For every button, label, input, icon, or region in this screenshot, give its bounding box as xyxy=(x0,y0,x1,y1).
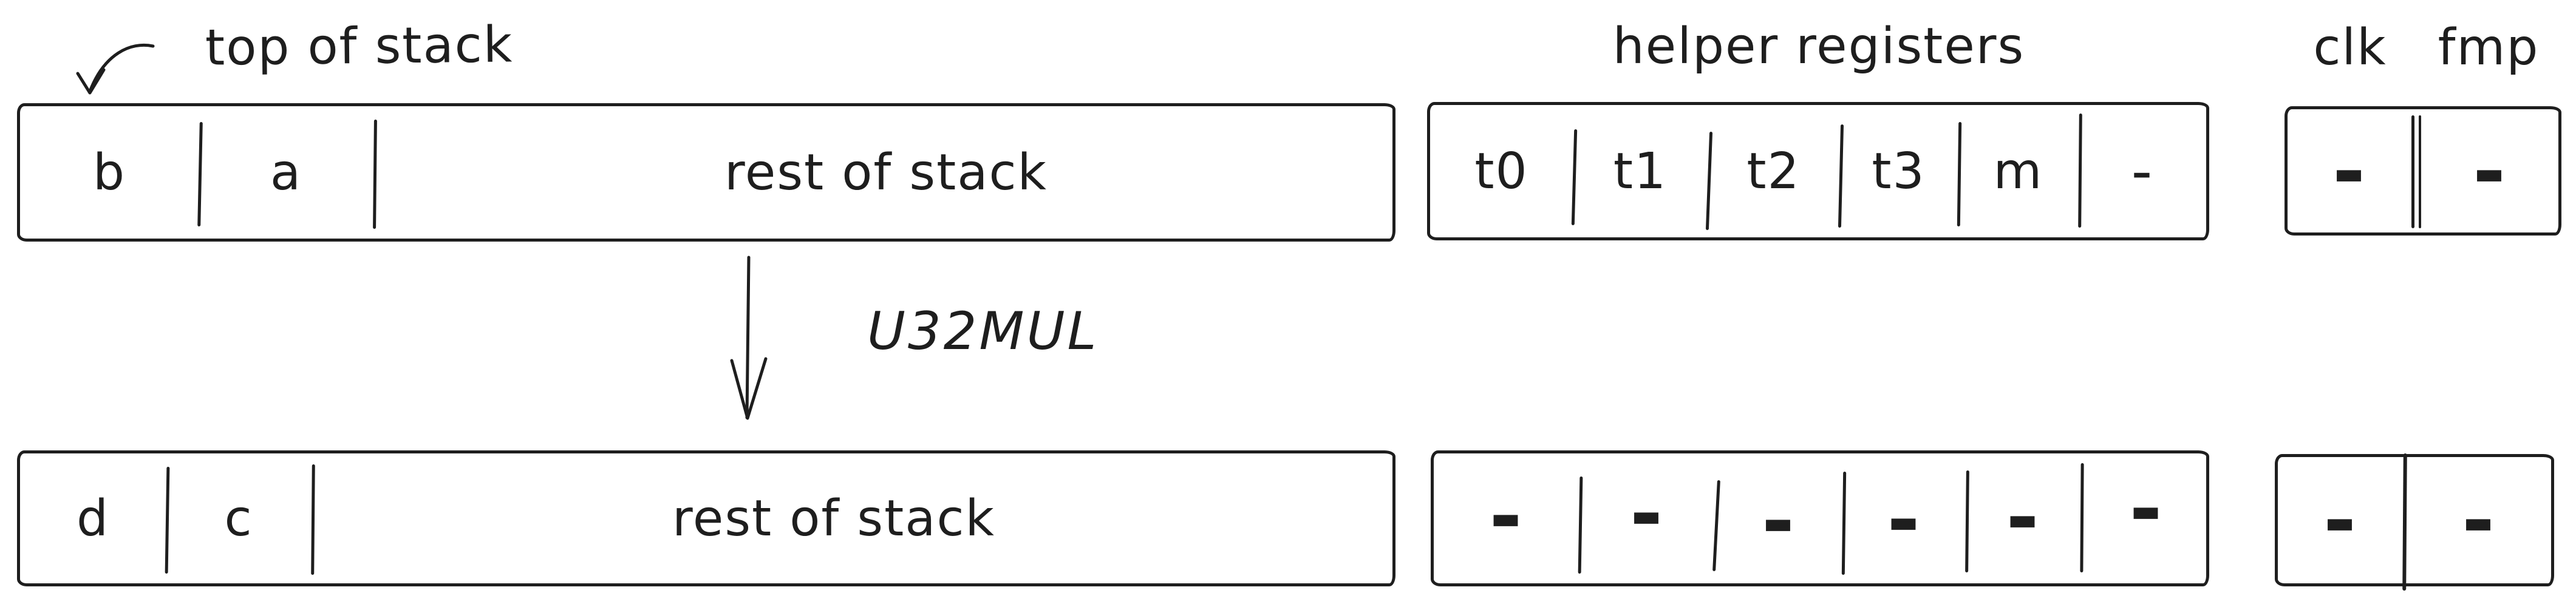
cell-rest-of-stack-before: rest of stack xyxy=(724,143,1048,202)
cell-a: a xyxy=(270,143,302,202)
cell-t3: t3 xyxy=(1872,142,1926,200)
stack-after-box: d c rest of stack xyxy=(17,450,1395,586)
cell-d: d xyxy=(76,489,110,548)
helper-registers-label: helper registers xyxy=(1612,18,2025,75)
cell-t0: t0 xyxy=(1474,142,1528,200)
stack-before-box: b a rest of stack xyxy=(17,103,1395,242)
cell-helper-after-3: - xyxy=(1762,475,1796,567)
top-of-stack-arrow xyxy=(76,43,155,95)
helper-registers-before-box: t0 t1 t2 t3 m - xyxy=(1427,102,2209,240)
cell-t2: t2 xyxy=(1746,142,1801,200)
operation-label: U32MUL xyxy=(867,301,1099,362)
cell-b: b xyxy=(92,143,126,202)
cell-clk-before: - xyxy=(2332,124,2366,217)
cell-t1: t1 xyxy=(1613,142,1668,200)
cell-fmp-after: - xyxy=(2462,474,2496,566)
clk-fmp-before-divider-b xyxy=(2419,115,2421,228)
cell-m: m xyxy=(1993,142,2043,200)
helper-registers-after-box: - - - - - - xyxy=(1431,450,2209,586)
cell-helper-empty: - xyxy=(2131,137,2154,205)
cell-fmp-before: - xyxy=(2473,124,2507,217)
clk-label: clk xyxy=(2313,19,2387,76)
cell-clk-after: - xyxy=(2323,474,2357,566)
u32mul-down-arrow xyxy=(730,256,768,420)
cell-helper-after-5: - xyxy=(2006,471,2040,563)
cell-rest-of-stack-after: rest of stack xyxy=(672,489,996,548)
fmp-label: fmp xyxy=(2438,19,2540,76)
top-of-stack-label: top of stack xyxy=(205,16,514,77)
clk-fmp-after-box: - - xyxy=(2275,453,2554,591)
cell-helper-after-4: - xyxy=(1887,473,1921,566)
clk-fmp-before-divider-a xyxy=(2411,115,2414,228)
cell-helper-after-2: - xyxy=(1630,467,1664,560)
cell-c: c xyxy=(224,489,253,548)
cell-helper-after-6: - xyxy=(2129,463,2164,555)
clk-fmp-before-box: - - xyxy=(2285,106,2561,236)
cell-helper-after-1: - xyxy=(1489,470,1524,562)
